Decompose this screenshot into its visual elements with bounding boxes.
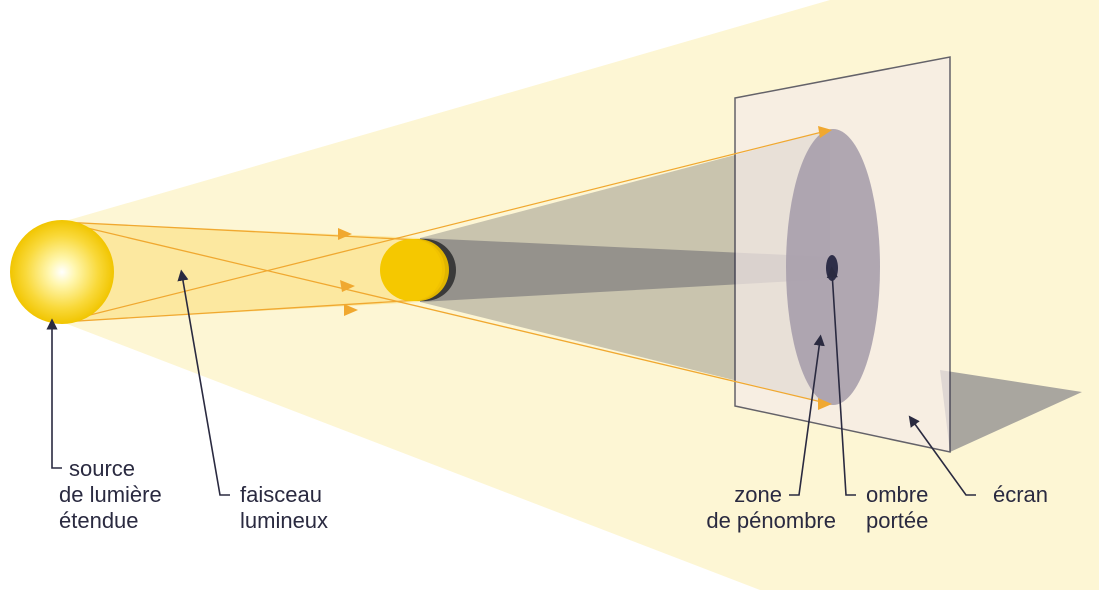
source-label-line3: étendue (59, 508, 139, 533)
faisceau-label: faisceau lumineux (240, 482, 328, 533)
ecran-label-text: écran (993, 482, 1048, 507)
extended-light-source (10, 220, 114, 324)
light-beam (62, 222, 420, 322)
zone-pointer (789, 334, 825, 496)
ecran-label: écran (993, 482, 1048, 507)
pointer-lines (46, 266, 976, 496)
ombre-label-line2: portée (866, 508, 928, 533)
ombre-pointer (826, 266, 856, 496)
opaque-object (380, 239, 456, 301)
ray-arrowheads (338, 126, 832, 410)
light-rays (61, 129, 831, 405)
screen-ground-shadow (940, 370, 1082, 452)
zone-label-line1: zone (734, 482, 782, 507)
ecran-pointer (908, 415, 976, 496)
zone-label-line2: de pénombre (706, 508, 836, 533)
faisceau-label-line2: lumineux (240, 508, 328, 533)
ombre-label: ombre portée (866, 482, 928, 533)
source-label: source de lumière étendue (59, 456, 162, 533)
source-label-line2: de lumière (59, 482, 162, 507)
faisceau-pointer (177, 269, 230, 496)
umbra-cone (420, 238, 832, 302)
source-pointer (46, 318, 62, 469)
source-label-line1: source (69, 456, 135, 481)
ombre-label-line1: ombre (866, 482, 928, 507)
zone-label: zone de pénombre (706, 482, 836, 533)
faisceau-label-line1: faisceau (240, 482, 322, 507)
